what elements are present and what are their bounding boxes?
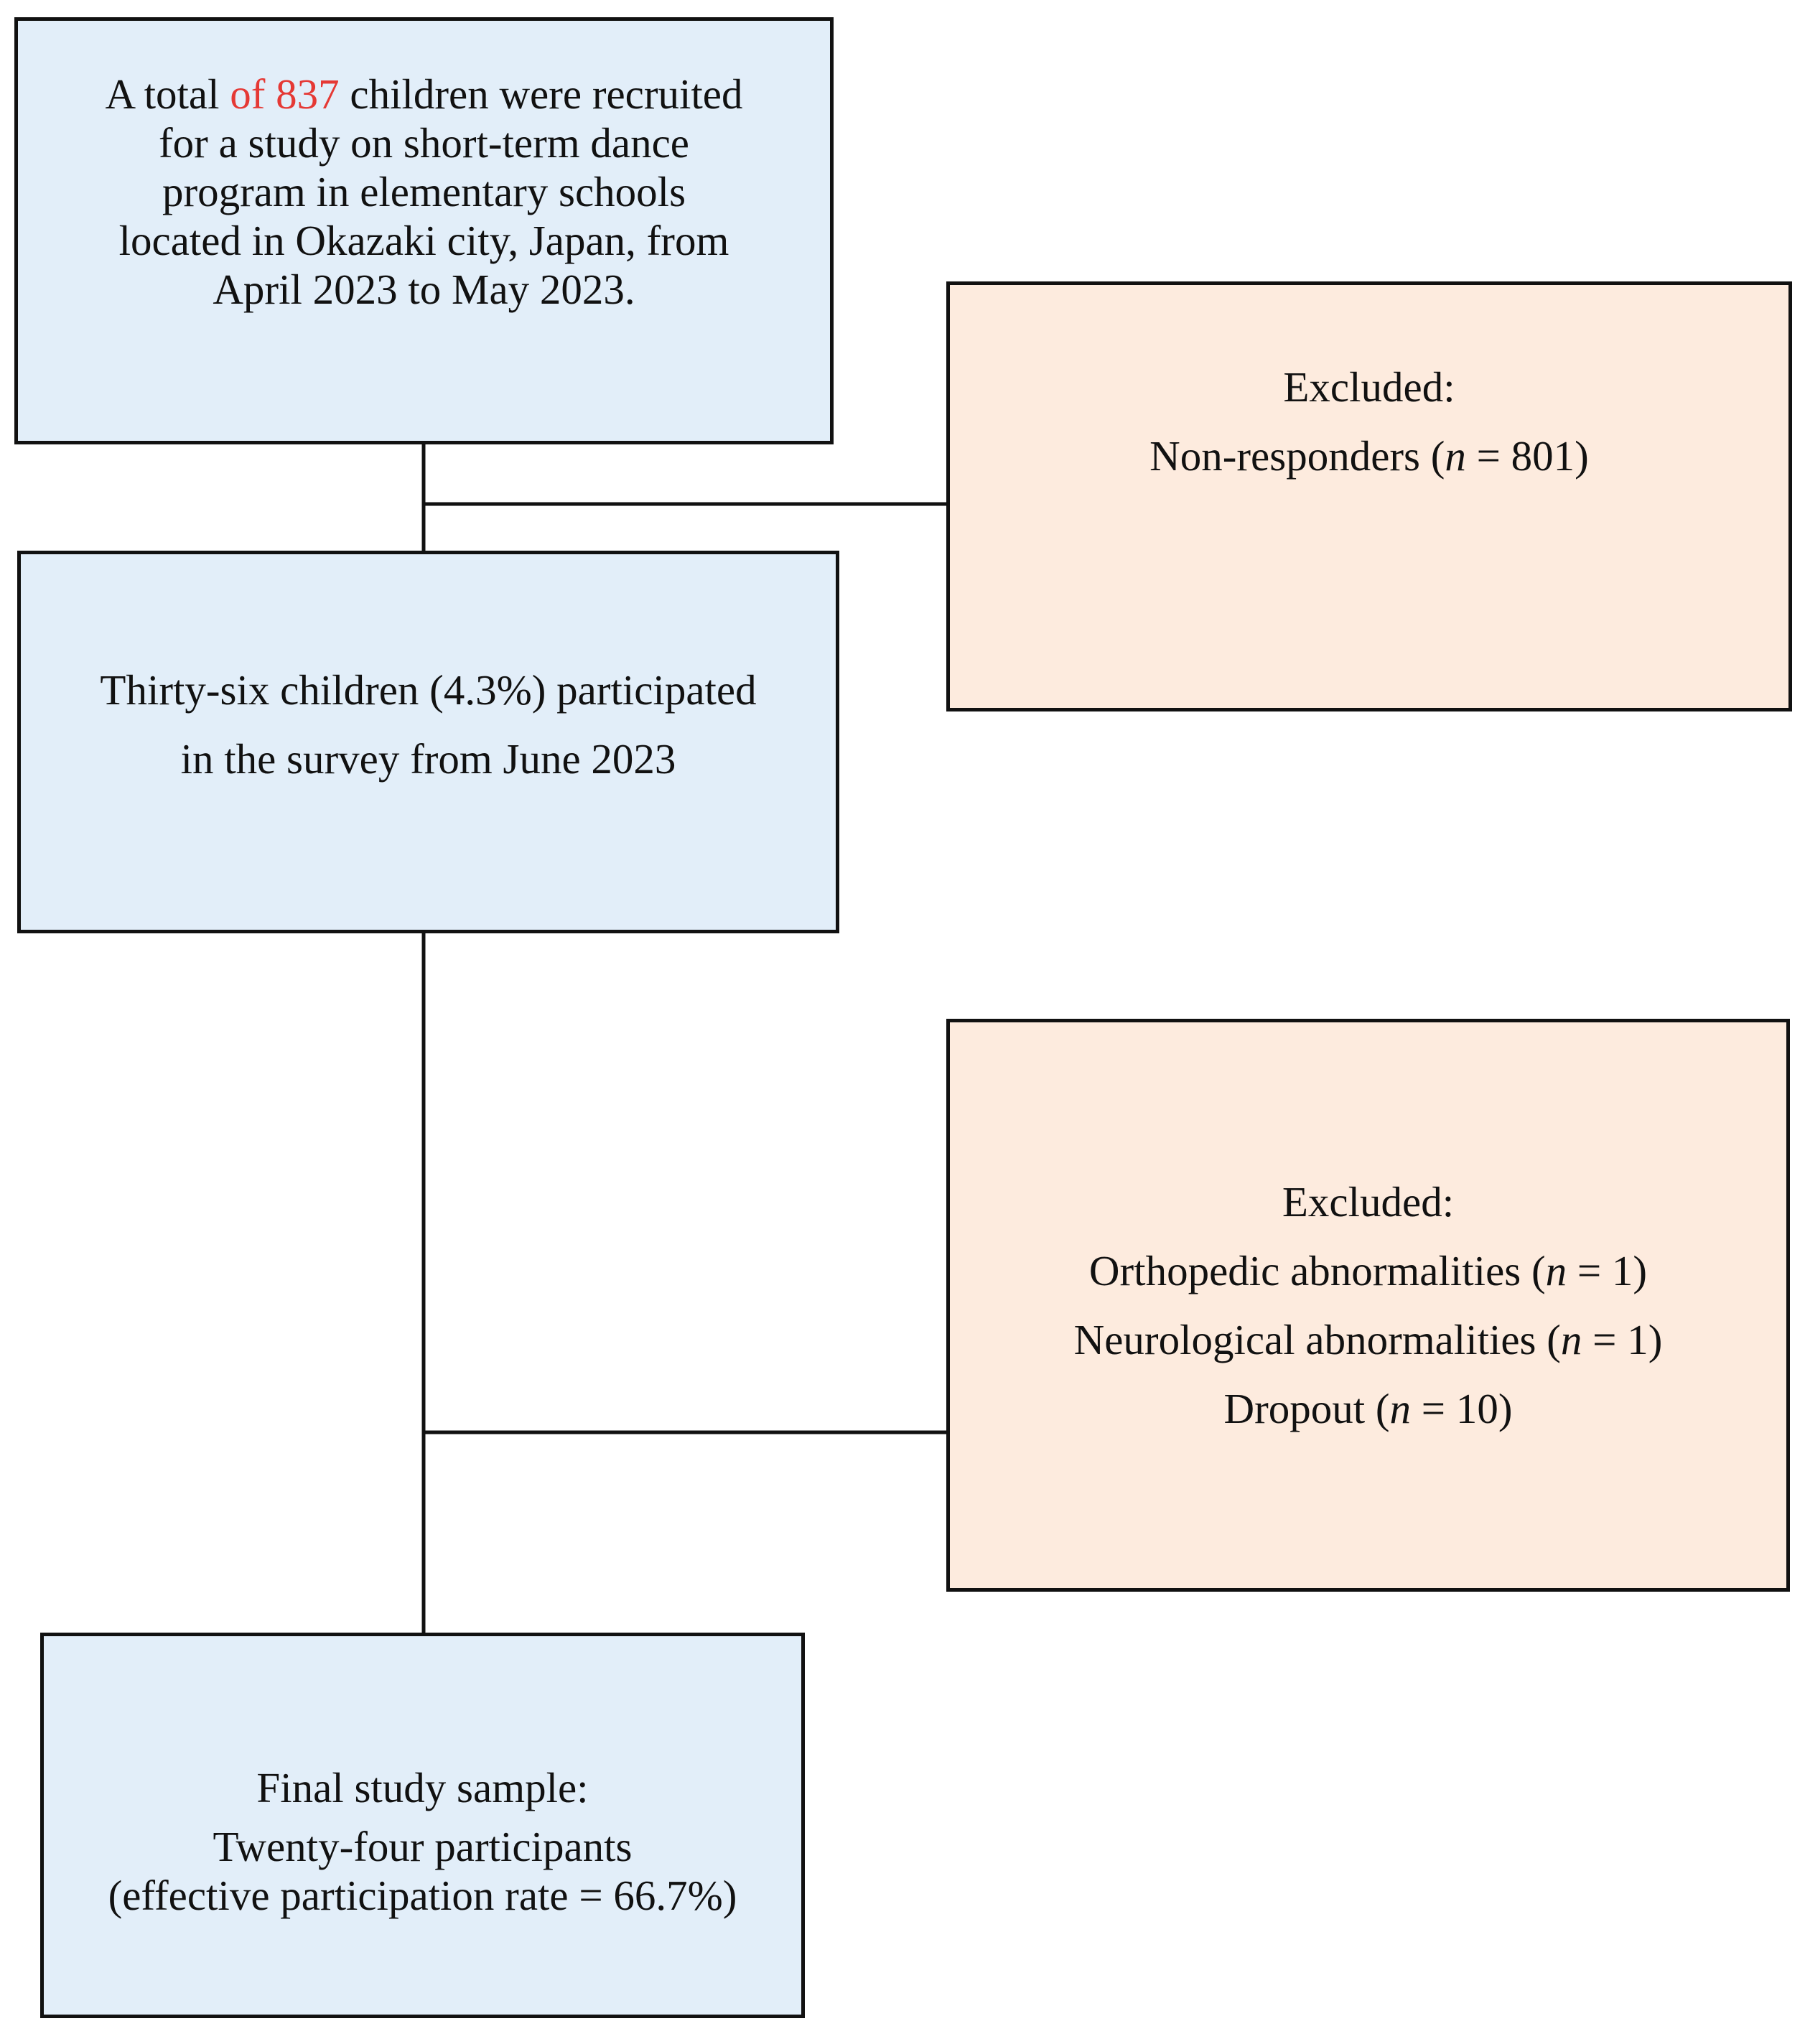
excluded-item-orthopedic: Orthopedic abnormalities (n = 1) — [1074, 1236, 1663, 1305]
excluded-item-count: = 1) — [1567, 1247, 1648, 1294]
excluded-reasons-text: Excluded: Orthopedic abnormalities (n = … — [1074, 1167, 1663, 1443]
recruitment-line-5: April 2023 to May 2023. — [213, 265, 635, 313]
recruitment-line-2: for a study on short-term dance — [159, 118, 689, 167]
final-sample-line-2: (effective participation rate = 66.7%) — [108, 1871, 737, 1919]
excluded-item-n-symbol: n — [1545, 1247, 1567, 1294]
final-sample-line-1: Twenty-four participants — [213, 1822, 633, 1870]
participated-line-1: Thirty-six children (4.3%) participated — [100, 666, 757, 714]
final-sample-text: Final study sample: Twenty-four particip… — [108, 1753, 737, 1920]
recruitment-line-1: A total of 837 children were recruited — [106, 70, 743, 118]
recruitment-line-1-start: A total — [105, 70, 230, 118]
recruitment-text: A total of 837 children were recruited f… — [106, 70, 743, 314]
recruitment-line-3: program in elementary schools — [162, 167, 686, 215]
nonresponders-n-symbol: n — [1445, 431, 1466, 480]
excluded-reasons-title: Excluded: — [1282, 1178, 1455, 1226]
final-sample-box: Final study sample: Twenty-four particip… — [40, 1633, 805, 2018]
excluded-item-label: Orthopedic abnormalities ( — [1088, 1247, 1546, 1294]
participated-line-2: in the survey from June 2023 — [180, 734, 676, 783]
recruitment-line-4: located in Okazaki city, Japan, from — [118, 216, 729, 264]
final-sample-title: Final study sample: — [256, 1763, 589, 1811]
participated-text: Thirty-six children (4.3%) participated … — [100, 655, 756, 793]
nonresponders-text: Excluded: Non-responders (n = 801) — [1149, 353, 1589, 490]
nonresponders-count: = 801) — [1465, 431, 1589, 480]
excluded-item-dropout: Dropout (n = 10) — [1074, 1374, 1663, 1443]
excluded-item-n-symbol: n — [1389, 1385, 1412, 1432]
excluded-item-label: Neurological abnormalities ( — [1073, 1316, 1561, 1363]
excluded-item-count: = 10) — [1411, 1385, 1513, 1432]
nonresponders-excluded-box: Excluded: Non-responders (n = 801) — [946, 281, 1792, 711]
recruitment-count-highlight: of 837 — [230, 70, 340, 118]
excluded-reasons-box: Excluded: Orthopedic abnormalities (n = … — [946, 1019, 1790, 1592]
nonresponders-title: Excluded: — [1283, 363, 1455, 411]
nonresponders-item: Non-responders (n = 801) — [1149, 421, 1589, 490]
excluded-item-n-symbol: n — [1560, 1316, 1582, 1363]
excluded-item-count: = 1) — [1582, 1316, 1663, 1363]
recruitment-box: A total of 837 children were recruited f… — [14, 17, 834, 444]
nonresponders-label: Non-responders ( — [1149, 431, 1445, 480]
excluded-item-label: Dropout ( — [1223, 1385, 1390, 1432]
participated-box: Thirty-six children (4.3%) participated … — [17, 551, 839, 933]
recruitment-line-1-end: children were recruited — [339, 70, 743, 118]
excluded-item-neurological: Neurological abnormalities (n = 1) — [1074, 1305, 1663, 1374]
